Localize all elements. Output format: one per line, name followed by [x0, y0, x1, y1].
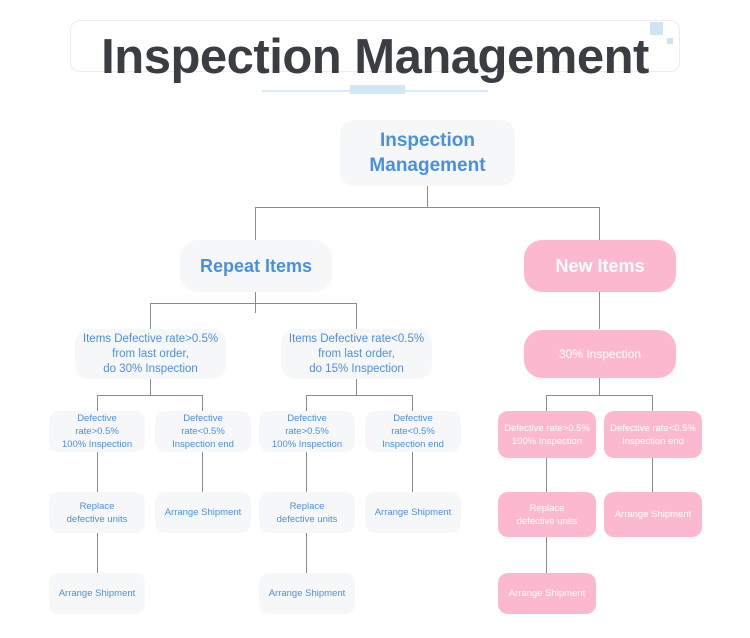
node-replace-3-line-1: Replace [529, 502, 565, 514]
title-accent-highlight [350, 85, 405, 94]
node-arrange-shipment-3-label: Arrange Shipment [614, 509, 692, 520]
node-repeat-rule-low[interactable]: Items Defective rate<0.5% from last orde… [281, 329, 432, 379]
node-replace-3-line-2: defective units [516, 515, 578, 527]
connector-outcome-to-replace-3 [546, 458, 547, 492]
node-repeat-rule-high-line-2: from last order, [112, 347, 189, 360]
node-replace-1-line-1: Replace [79, 500, 115, 512]
node-arrange-shipment-final-1-label: Arrange Shipment [58, 588, 136, 599]
connector-newrule-to-outcome-pos [546, 395, 547, 411]
connector-replace-to-arrange-3 [546, 537, 547, 573]
connector-rule1-stem [150, 378, 151, 395]
connector-root-stem [427, 185, 428, 207]
node-outcome-high-1[interactable]: Defective rate>0.5% 100% Inspection [49, 411, 145, 452]
node-outcome-low-2[interactable]: Defective rate<0.5% Inspection end [365, 411, 461, 452]
node-outcome-low-2-line-1: Defective rate<0.5% [391, 413, 435, 437]
connector-outcome-to-replace-1 [97, 452, 98, 492]
node-outcome-low-1-line-2: Inspection end [172, 439, 234, 450]
node-replace-defective-units-1[interactable]: Replace defective units [49, 492, 145, 533]
node-replace-defective-units-2[interactable]: Replace defective units [259, 492, 355, 533]
node-new-items-label: New Items [555, 255, 645, 276]
node-arrange-shipment-final-2-label: Arrange Shipment [268, 588, 346, 599]
node-arrange-shipment-final-3[interactable]: Arrange Shipment [498, 573, 596, 614]
connector-root-bus [255, 207, 600, 208]
node-repeat-rule-low-line-3: do 15% Inspection [309, 362, 404, 375]
node-repeat-items-label: Repeat Items [199, 255, 313, 276]
node-outcome-low-1-line-1: Defective rate<0.5% [181, 413, 225, 437]
node-arrange-shipment-2[interactable]: Arrange Shipment [365, 492, 461, 533]
connector-rule1-to-outcome-pos [97, 395, 98, 411]
page-title: Inspection Management [101, 30, 649, 84]
node-outcome-low-1[interactable]: Defective rate<0.5% Inspection end [155, 411, 251, 452]
node-inspection-management-root[interactable]: Inspection Management [340, 120, 515, 186]
node-arrange-shipment-final-1[interactable]: Arrange Shipment [49, 573, 145, 614]
connector-repeat-stem [255, 291, 256, 313]
connector-to-new-items [599, 207, 600, 240]
decor-square-small-icon [667, 38, 673, 44]
connector-outcome-to-arrange-2 [412, 452, 413, 492]
node-arrange-shipment-2-label: Arrange Shipment [374, 507, 452, 518]
node-arrange-shipment-3[interactable]: Arrange Shipment [604, 492, 702, 537]
connector-to-rule-2 [356, 303, 357, 329]
node-outcome-low-3[interactable]: Defective rate<0.5% Inspection end [604, 411, 702, 458]
node-repeat-rule-low-line-2: from last order, [318, 347, 395, 360]
node-replace-2-line-1: Replace [289, 500, 325, 512]
connector-to-repeat-items [255, 207, 256, 240]
node-arrange-shipment-final-3-label: Arrange Shipment [508, 588, 586, 599]
connector-rule2-bus [306, 395, 412, 396]
node-replace-2-line-2: defective units [276, 513, 338, 525]
node-new-items-rule-label: 30% Inspection [558, 347, 642, 361]
node-outcome-high-1-line-1: Defective rate>0.5% [75, 413, 119, 437]
node-root-line-1: Inspection [379, 130, 475, 151]
connector-replace-to-arrange-1 [97, 533, 98, 573]
node-arrange-shipment-final-2[interactable]: Arrange Shipment [259, 573, 355, 614]
node-arrange-shipment-1[interactable]: Arrange Shipment [155, 492, 251, 533]
node-repeat-rule-high-line-3: do 30% Inspection [103, 362, 198, 375]
connector-new-to-rule [599, 291, 600, 329]
connector-rule1-bus [97, 395, 203, 396]
connector-outcome-to-arrange-3 [652, 458, 653, 492]
node-arrange-shipment-1-label: Arrange Shipment [164, 507, 242, 518]
connector-to-rule-1 [150, 303, 151, 329]
connector-repeat-bus [150, 303, 357, 304]
connector-outcome-to-replace-2 [306, 452, 307, 492]
header-card [70, 20, 680, 72]
connector-rule2-stem [356, 378, 357, 395]
node-outcome-high-1-line-2: 100% Inspection [61, 439, 133, 450]
node-outcome-high-2[interactable]: Defective rate>0.5% 100% Inspection [259, 411, 355, 452]
node-repeat-items[interactable]: Repeat Items [180, 240, 332, 292]
connector-rule2-to-outcome-neg [412, 395, 413, 411]
connector-newrule-to-outcome-neg [652, 395, 653, 411]
node-repeat-rule-low-line-1: Items Defective rate<0.5% [288, 332, 425, 345]
connector-rule2-to-outcome-pos [306, 395, 307, 411]
node-replace-1-line-2: defective units [66, 513, 128, 525]
node-replace-defective-units-3[interactable]: Replace defective units [498, 492, 596, 537]
connector-newrule-bus [546, 395, 652, 396]
connector-replace-to-arrange-2 [306, 533, 307, 573]
connector-newrule-stem [599, 378, 600, 395]
node-outcome-low-2-line-2: Inspection end [382, 439, 444, 450]
decor-square-icon [650, 22, 663, 35]
node-repeat-rule-high-line-1: Items Defective rate>0.5% [82, 332, 219, 345]
connector-outcome-to-arrange-1 [202, 452, 203, 492]
node-root-line-2: Management [369, 155, 486, 176]
node-outcome-high-3-line-2: 100% Inspection [511, 435, 583, 447]
node-outcome-high-3[interactable]: Defective rate>0.5% 100% Inspection [498, 411, 596, 458]
node-outcome-high-2-line-2: 100% Inspection [271, 439, 343, 450]
node-outcome-low-3-line-1: Defective rate<0.5% [610, 422, 696, 434]
connector-rule1-to-outcome-neg [202, 395, 203, 411]
node-outcome-high-3-line-1: Defective rate>0.5% [504, 422, 590, 434]
node-outcome-low-3-line-2: Inspection end [622, 435, 684, 447]
node-new-items-rule[interactable]: 30% Inspection [524, 330, 676, 378]
node-repeat-rule-high[interactable]: Items Defective rate>0.5% from last orde… [75, 329, 226, 379]
node-new-items[interactable]: New Items [524, 240, 676, 292]
node-outcome-high-2-line-1: Defective rate>0.5% [285, 413, 329, 437]
